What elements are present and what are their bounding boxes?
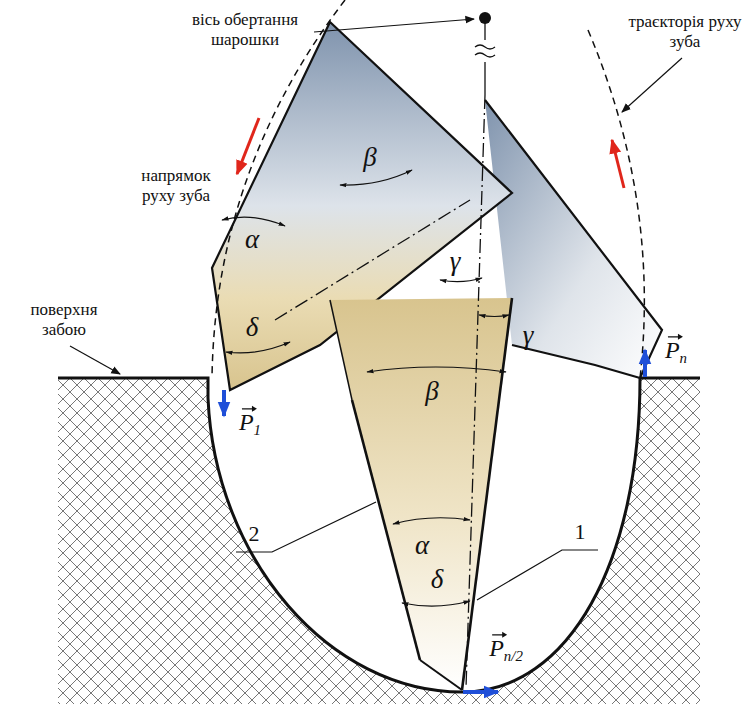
vector-arrow-head bbox=[678, 334, 683, 340]
angle-arc bbox=[226, 342, 290, 353]
tooth-right-outline bbox=[485, 100, 662, 378]
angle-label: γ bbox=[523, 320, 534, 351]
vector-arrow-head bbox=[502, 632, 507, 638]
trajectory-label: траєкторія руху зуба bbox=[626, 12, 744, 51]
angle-label: β bbox=[363, 142, 376, 173]
tooth-axis-dash-dot bbox=[275, 200, 470, 320]
angle-arc bbox=[402, 601, 470, 606]
force-arrow bbox=[222, 390, 226, 416]
tooth-edge bbox=[330, 300, 352, 400]
callout-number: 1 bbox=[575, 519, 586, 544]
force-subscript: n bbox=[680, 350, 687, 366]
vector-arrow-head bbox=[252, 406, 257, 412]
break-symbol bbox=[475, 45, 495, 57]
motion-arrow bbox=[237, 118, 259, 174]
callout-leader bbox=[236, 502, 376, 552]
axis-line bbox=[484, 62, 485, 95]
trajectory-dashed bbox=[212, 0, 345, 378]
tooth-line-2 bbox=[352, 400, 420, 660]
angle-label: δ bbox=[431, 564, 444, 595]
axis-label: вісь обертання шарошки bbox=[180, 10, 310, 49]
vector-arrow bbox=[490, 630, 508, 639]
tooth-line-1 bbox=[462, 298, 512, 690]
force-arrow bbox=[643, 350, 647, 377]
tooth-right bbox=[485, 100, 662, 378]
angle-label: α bbox=[245, 224, 259, 255]
force-label: Pn/2 bbox=[489, 635, 523, 665]
angle-label: γ bbox=[450, 246, 461, 277]
angle-arc bbox=[393, 518, 470, 524]
motion-arrow bbox=[612, 140, 624, 188]
axis-line bbox=[484, 18, 485, 40]
angle-label: α bbox=[415, 530, 429, 561]
callout-leader bbox=[477, 550, 598, 600]
angle-label: β bbox=[425, 376, 438, 407]
vector-arrow bbox=[240, 404, 258, 413]
angle-arc bbox=[367, 367, 506, 372]
leader-arrow bbox=[622, 58, 682, 112]
force-subscript: n/2 bbox=[504, 648, 523, 664]
angle-label: δ bbox=[246, 312, 259, 343]
angle-arc bbox=[440, 278, 482, 282]
tooth-edge bbox=[420, 660, 462, 690]
force-label: Pn bbox=[665, 337, 687, 367]
direction-label: напрямок руху зуба bbox=[138, 166, 214, 205]
force-subscript: 1 bbox=[254, 422, 261, 438]
force-label: P1 bbox=[239, 409, 261, 439]
leader-arrow bbox=[70, 346, 120, 374]
angle-arc bbox=[479, 315, 509, 317]
vector-arrow bbox=[666, 332, 684, 341]
tooth-lower bbox=[330, 298, 512, 690]
force-arrow bbox=[463, 690, 498, 694]
axis-dash-dot bbox=[466, 95, 485, 688]
callout-number: 2 bbox=[249, 521, 260, 546]
surface-label: поверхня забою bbox=[10, 300, 118, 339]
leader-arrow bbox=[314, 19, 474, 32]
trajectory-dashed bbox=[588, 30, 644, 378]
